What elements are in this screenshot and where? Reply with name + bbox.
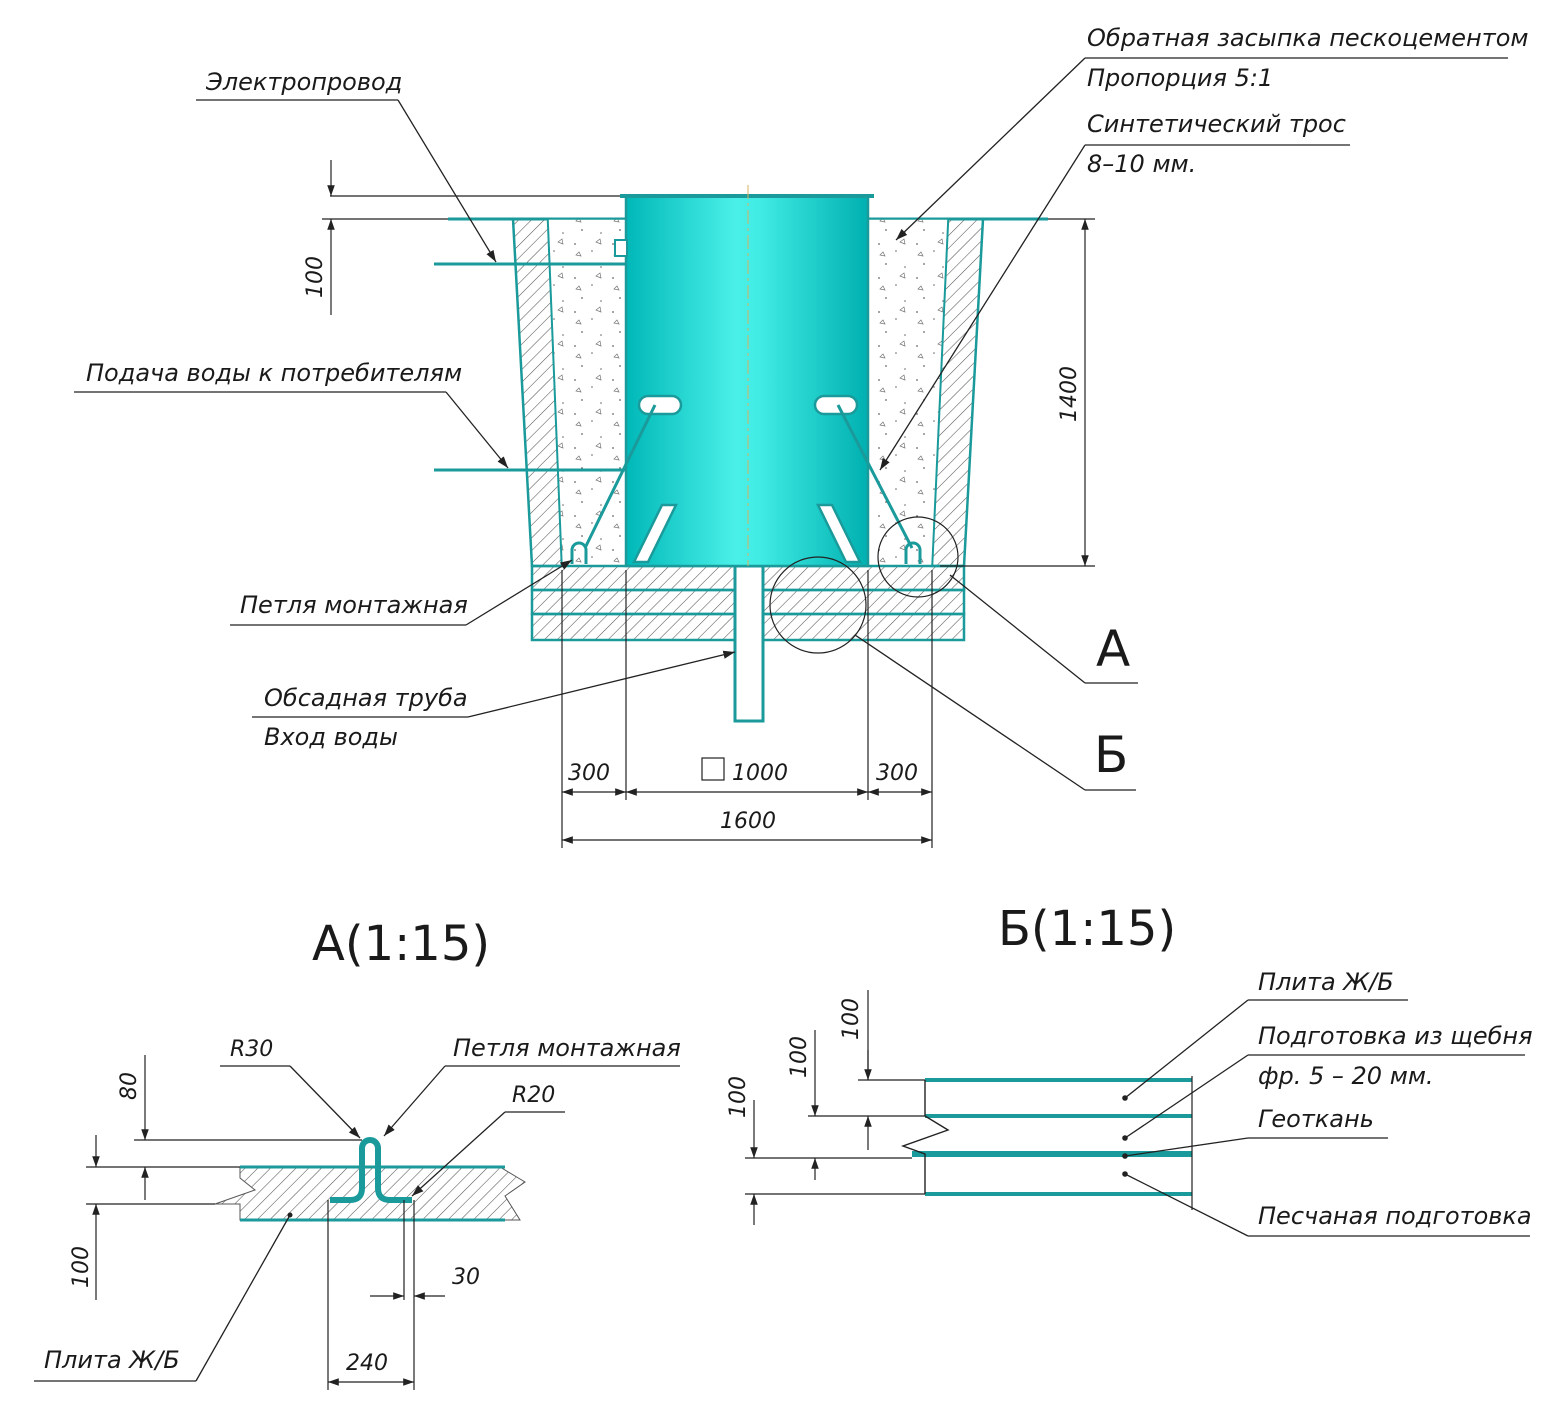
mounting-loop-right — [904, 541, 922, 564]
detail-a: А(1:15) R30 Петля монтажная R20 Плита Ж/… — [34, 916, 681, 1390]
cable-right — [836, 404, 914, 549]
detail-b-dim-100-b: 100 — [787, 1036, 812, 1078]
dim-side-left-300: 300 — [568, 761, 610, 786]
detail-b-break-left — [900, 1080, 950, 1194]
label-casing: Обсадная труба — [264, 684, 468, 712]
label-wire: Электропровод — [205, 68, 402, 96]
main-dimensions: 100 1400 300 1000 300 1600 — [303, 160, 1095, 848]
detail-b-slab-label: Плита Ж/Б — [1258, 968, 1394, 996]
main-annotations: Обратная засыпка пескоцементом Пропорция… — [74, 24, 1528, 791]
detail-a-r20: R20 — [512, 1083, 555, 1108]
detail-circle-a — [877, 516, 959, 598]
leg-right — [815, 503, 863, 564]
label-cable: Синтетический трос — [1087, 110, 1346, 138]
detail-b-sand-label: Песчаная подготовка — [1258, 1202, 1532, 1230]
lug-right — [813, 394, 859, 416]
label-loop: Петля монтажная — [240, 591, 468, 619]
casing-pipe — [733, 564, 765, 723]
detail-a-slab — [214, 1166, 526, 1221]
label-water-supply: Подача воды к потребителям — [86, 359, 462, 387]
detail-a-dim-80: 80 — [117, 1072, 142, 1100]
detail-b: Б(1:15) 100 100 100 Плита Ж/Б Под — [726, 901, 1533, 1237]
leg-left — [631, 503, 679, 564]
callout-a: А — [1096, 620, 1130, 678]
cable-left — [583, 404, 657, 549]
dim-depth-1400: 1400 — [1057, 366, 1082, 422]
dim-top-100: 100 — [303, 256, 328, 298]
main-section — [434, 185, 1048, 723]
label-cable-size: 8–10 мм. — [1087, 150, 1196, 178]
detail-circle-b — [769, 556, 867, 654]
label-water-inlet: Вход воды — [264, 723, 398, 751]
label-backfill: Обратная засыпка пескоцементом — [1087, 24, 1528, 52]
detail-a-dim-100: 100 — [69, 1246, 94, 1288]
detail-b-gravel-size: фр. 5 – 20 мм. — [1258, 1062, 1434, 1090]
detail-b-geotextile-label: Геоткань — [1258, 1105, 1374, 1133]
square-symbol — [701, 757, 725, 781]
dim-inner-1000: 1000 — [732, 761, 788, 786]
detail-a-title: А(1:15) — [312, 916, 490, 972]
detail-b-dim-100-a: 100 — [839, 998, 864, 1040]
mounting-loop-left — [570, 541, 588, 564]
lug-left — [637, 394, 683, 416]
backfill-left — [547, 218, 627, 567]
cable-gland — [614, 239, 628, 257]
detail-a-loop-label: Петля монтажная — [453, 1034, 681, 1062]
detail-a-dim-30: 30 — [452, 1265, 480, 1290]
detail-b-title: Б(1:15) — [998, 901, 1176, 957]
detail-b-gravel-label: Подготовка из щебня — [1258, 1022, 1533, 1050]
detail-a-loop — [330, 1137, 412, 1203]
detail-a-r30: R30 — [230, 1037, 273, 1062]
detail-a-dim-240: 240 — [346, 1351, 388, 1376]
detail-b-dim-100-c: 100 — [726, 1076, 751, 1118]
detail-a-slab-label: Плита Ж/Б — [44, 1346, 180, 1374]
label-backfill-proportion: Пропорция 5:1 — [1087, 64, 1273, 92]
dim-side-right-300: 300 — [876, 761, 918, 786]
callout-b: Б — [1094, 726, 1128, 784]
dim-total-1600: 1600 — [720, 809, 776, 834]
